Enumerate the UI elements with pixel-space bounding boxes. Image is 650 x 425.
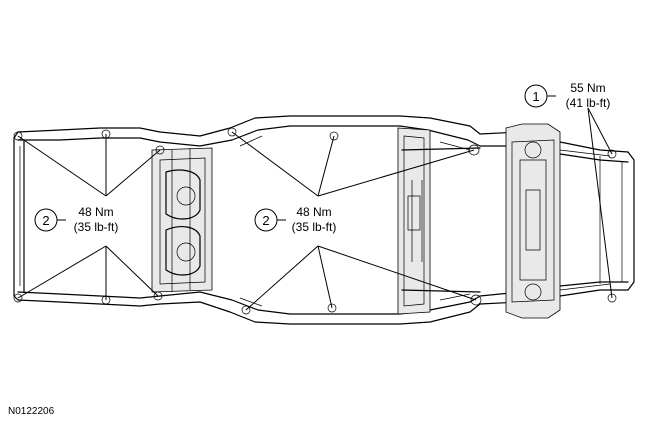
- callout-2-center-number: 2: [262, 213, 269, 228]
- callout-1-torque-lbft: (41 lb-ft): [566, 96, 611, 110]
- callout-2-left-number: 2: [42, 213, 49, 228]
- reference-id: N0122206: [8, 406, 55, 417]
- callout-1-number: 1: [532, 89, 539, 104]
- callout-2-left-torque-lbft: (35 lb-ft): [74, 220, 119, 234]
- callout-2-left: 2 48 Nm (35 lb-ft): [34, 205, 119, 234]
- callout-2-left-torque-nm: 48 Nm: [78, 205, 113, 219]
- leader-lines: [17, 107, 613, 311]
- callout-2-center-torque-nm: 48 Nm: [296, 205, 331, 219]
- callout-1-torque-nm: 55 Nm: [570, 81, 605, 95]
- vehicle-frame: [13, 115, 635, 325]
- callout-2-center: 2 48 Nm (35 lb-ft): [254, 205, 337, 234]
- callout-2-center-torque-lbft: (35 lb-ft): [292, 220, 337, 234]
- callout-1: 1 55 Nm (41 lb-ft): [524, 81, 611, 110]
